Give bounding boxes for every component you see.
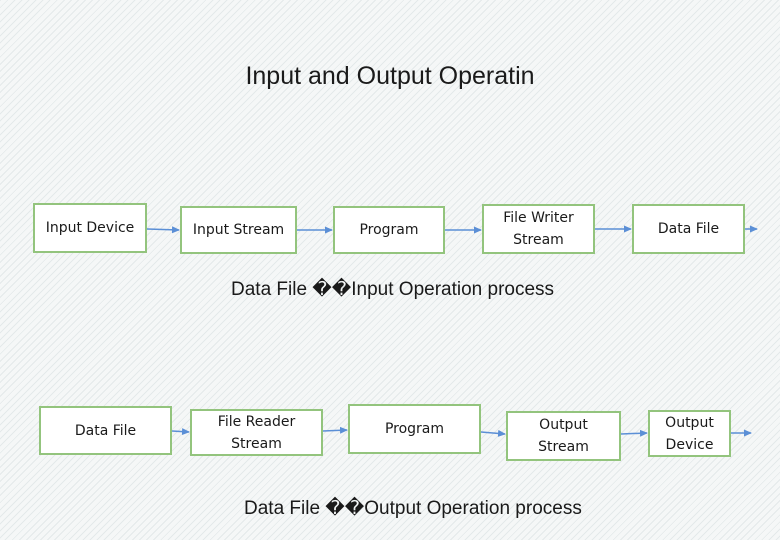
input-stream-box: Input Stream bbox=[180, 206, 297, 254]
arrow-output-stream-to-output-device bbox=[620, 429, 648, 437]
file-writer-stream-box: File Writer Stream bbox=[482, 204, 595, 254]
input-device-box: Input Device bbox=[33, 203, 147, 253]
data-file-box-bottom: Data File bbox=[39, 406, 172, 455]
arrow-data-file-to-file-reader-stream bbox=[171, 428, 190, 436]
program-box-top: Program bbox=[333, 206, 445, 254]
arrow-input-device-to-input-stream bbox=[146, 226, 180, 234]
arrow-program-to-output-stream bbox=[480, 429, 506, 437]
file-reader-stream-box: File Reader Stream bbox=[190, 409, 323, 456]
diagram-title: Input and Output Operatin bbox=[245, 62, 535, 90]
output-device-box: Output Device bbox=[648, 410, 731, 457]
output-stream-box: Output Stream bbox=[506, 411, 621, 461]
data-file-box-top: Data File bbox=[632, 204, 745, 254]
output-operation-caption: Data File ��Output Operation process bbox=[244, 498, 582, 519]
input-operation-caption: Data File ��Input Operation process bbox=[231, 279, 555, 300]
program-box-bottom: Program bbox=[348, 404, 481, 454]
arrow-file-reader-stream-to-program bbox=[322, 426, 348, 434]
